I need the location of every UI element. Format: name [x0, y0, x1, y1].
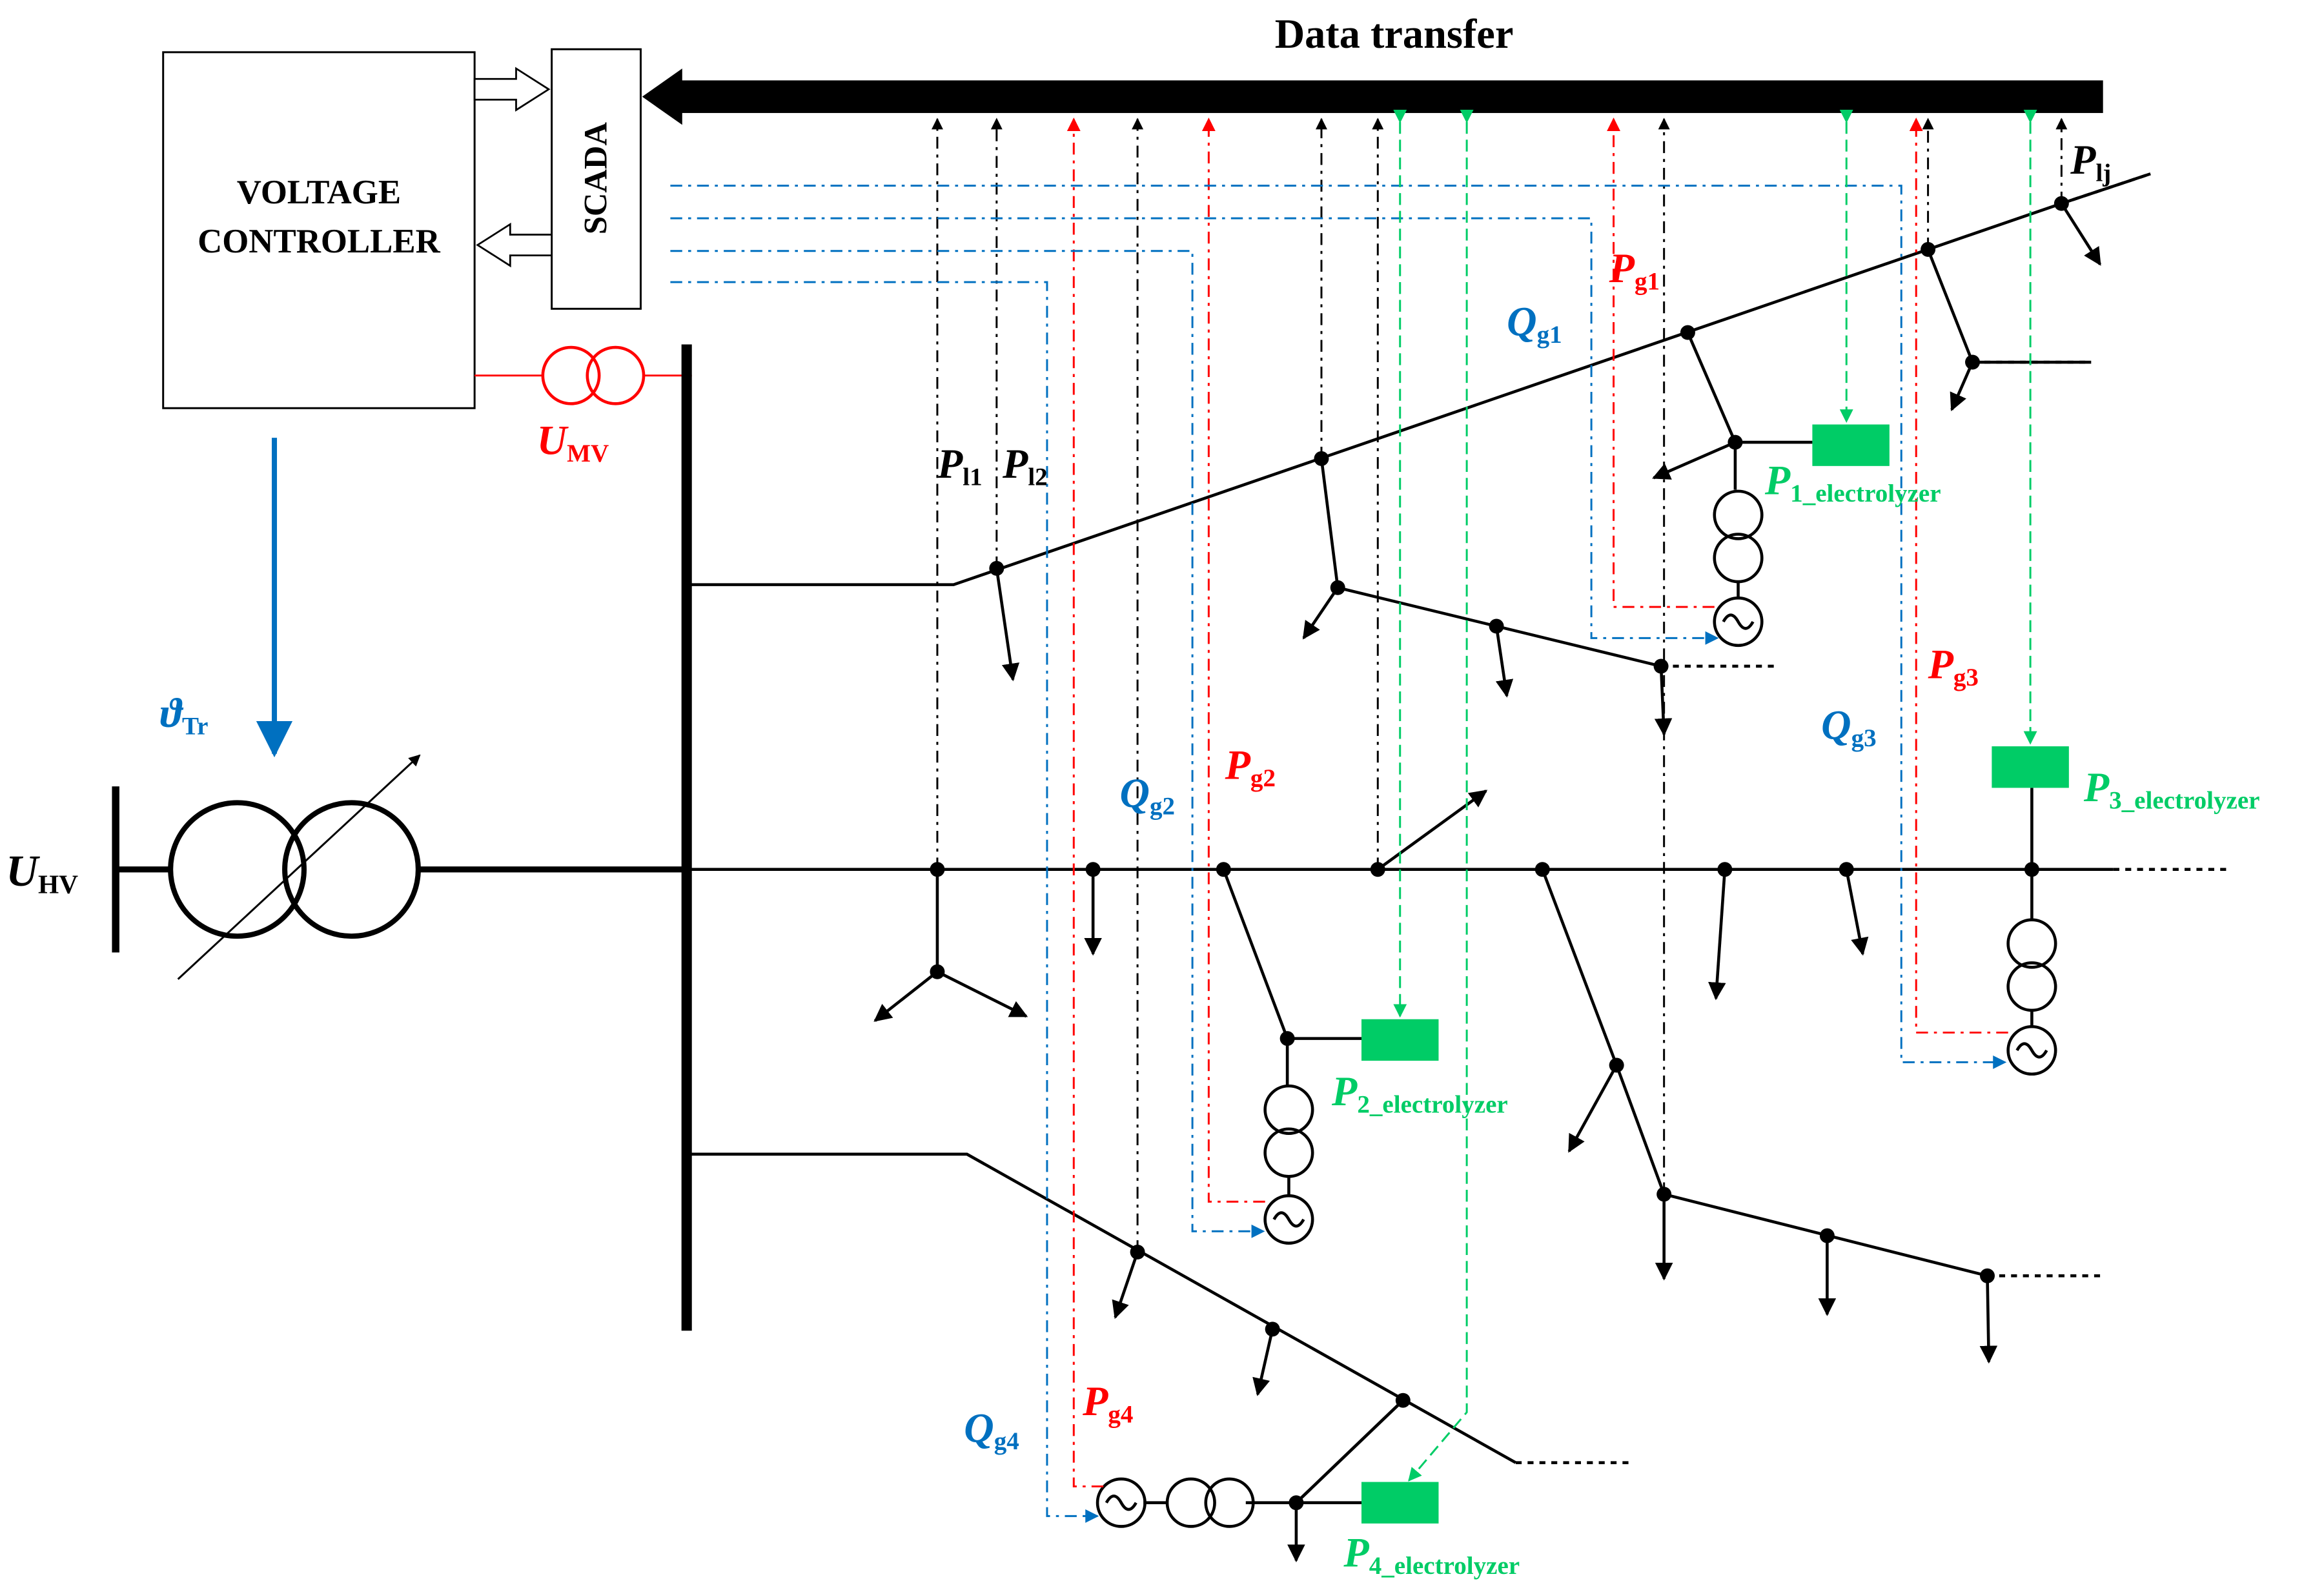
electrolyzer-2: [1361, 1019, 1439, 1061]
generator-1: [1713, 489, 1764, 648]
controller-to-scada-arrow: [473, 66, 551, 112]
load-measurement-lines: [931, 117, 2068, 1252]
qg2-label: Qg2: [1120, 770, 1176, 820]
generator-p-lines: [1066, 117, 2008, 1487]
mv-voltage-measurement: [474, 345, 692, 405]
qg1-label: Qg1: [1507, 299, 1562, 349]
pg1-label: Pg1: [1609, 245, 1660, 295]
oltc-transformer: [168, 754, 421, 980]
theta-tr-label: ϑTr: [160, 690, 208, 740]
u-hv-label: UHV: [6, 846, 78, 899]
p1-electrolyzer-label: P1_electrolyzer: [1764, 457, 1941, 507]
pg2-label: Pg2: [1225, 742, 1276, 792]
pl2-label: Pl2: [1002, 441, 1048, 491]
feeder-2-nodes: [930, 862, 2039, 1283]
electrolyzer-3: [1992, 746, 2069, 788]
qg4-label: Qg4: [964, 1405, 1019, 1455]
scada-to-controller-arrow: [476, 222, 553, 268]
data-bus-arrowhead: [642, 68, 682, 125]
generator-2: [1263, 1084, 1314, 1245]
electrolyzer-lines: [1393, 110, 2037, 1482]
u-mv-label: UMV: [537, 417, 609, 467]
pg4-label: Pg4: [1082, 1378, 1133, 1428]
generator-4: [1096, 1477, 1255, 1528]
scada-box: SCADA: [551, 48, 642, 310]
p4-electrolyzer-label: P4_electrolyzer: [1343, 1529, 1520, 1579]
feeder-3: [691, 1152, 1635, 1563]
p2-electrolyzer-label: P2_electrolyzer: [1331, 1068, 1508, 1118]
voltage-controller-line1: VOLTAGE: [237, 174, 401, 211]
pl1-label: Pl1: [937, 441, 983, 491]
feeder-1-nodes: [989, 196, 2069, 674]
electrolyzer-1: [1812, 424, 1890, 466]
generator-3: [2006, 918, 2057, 1076]
qg3-label: Qg3: [1821, 702, 1877, 752]
pg3-label: Pg3: [1928, 641, 1979, 691]
data-bus: [675, 80, 2103, 114]
p3-electrolyzer-label: P3_electrolyzer: [2083, 764, 2260, 814]
data-transfer-title: Data transfer: [1275, 11, 1514, 57]
generator-q-lines: [670, 185, 2007, 1523]
voltage-controller-line2: CONTROLLER: [198, 223, 441, 260]
electrolyzer-4: [1361, 1482, 1439, 1524]
plj-label: Plj: [2070, 137, 2111, 187]
feeder-3-nodes: [1130, 1244, 1411, 1511]
voltage-controller: VOLTAGE CONTROLLER: [162, 51, 476, 409]
feeder-2: [691, 788, 2232, 1364]
scada-label: SCADA: [578, 122, 614, 235]
